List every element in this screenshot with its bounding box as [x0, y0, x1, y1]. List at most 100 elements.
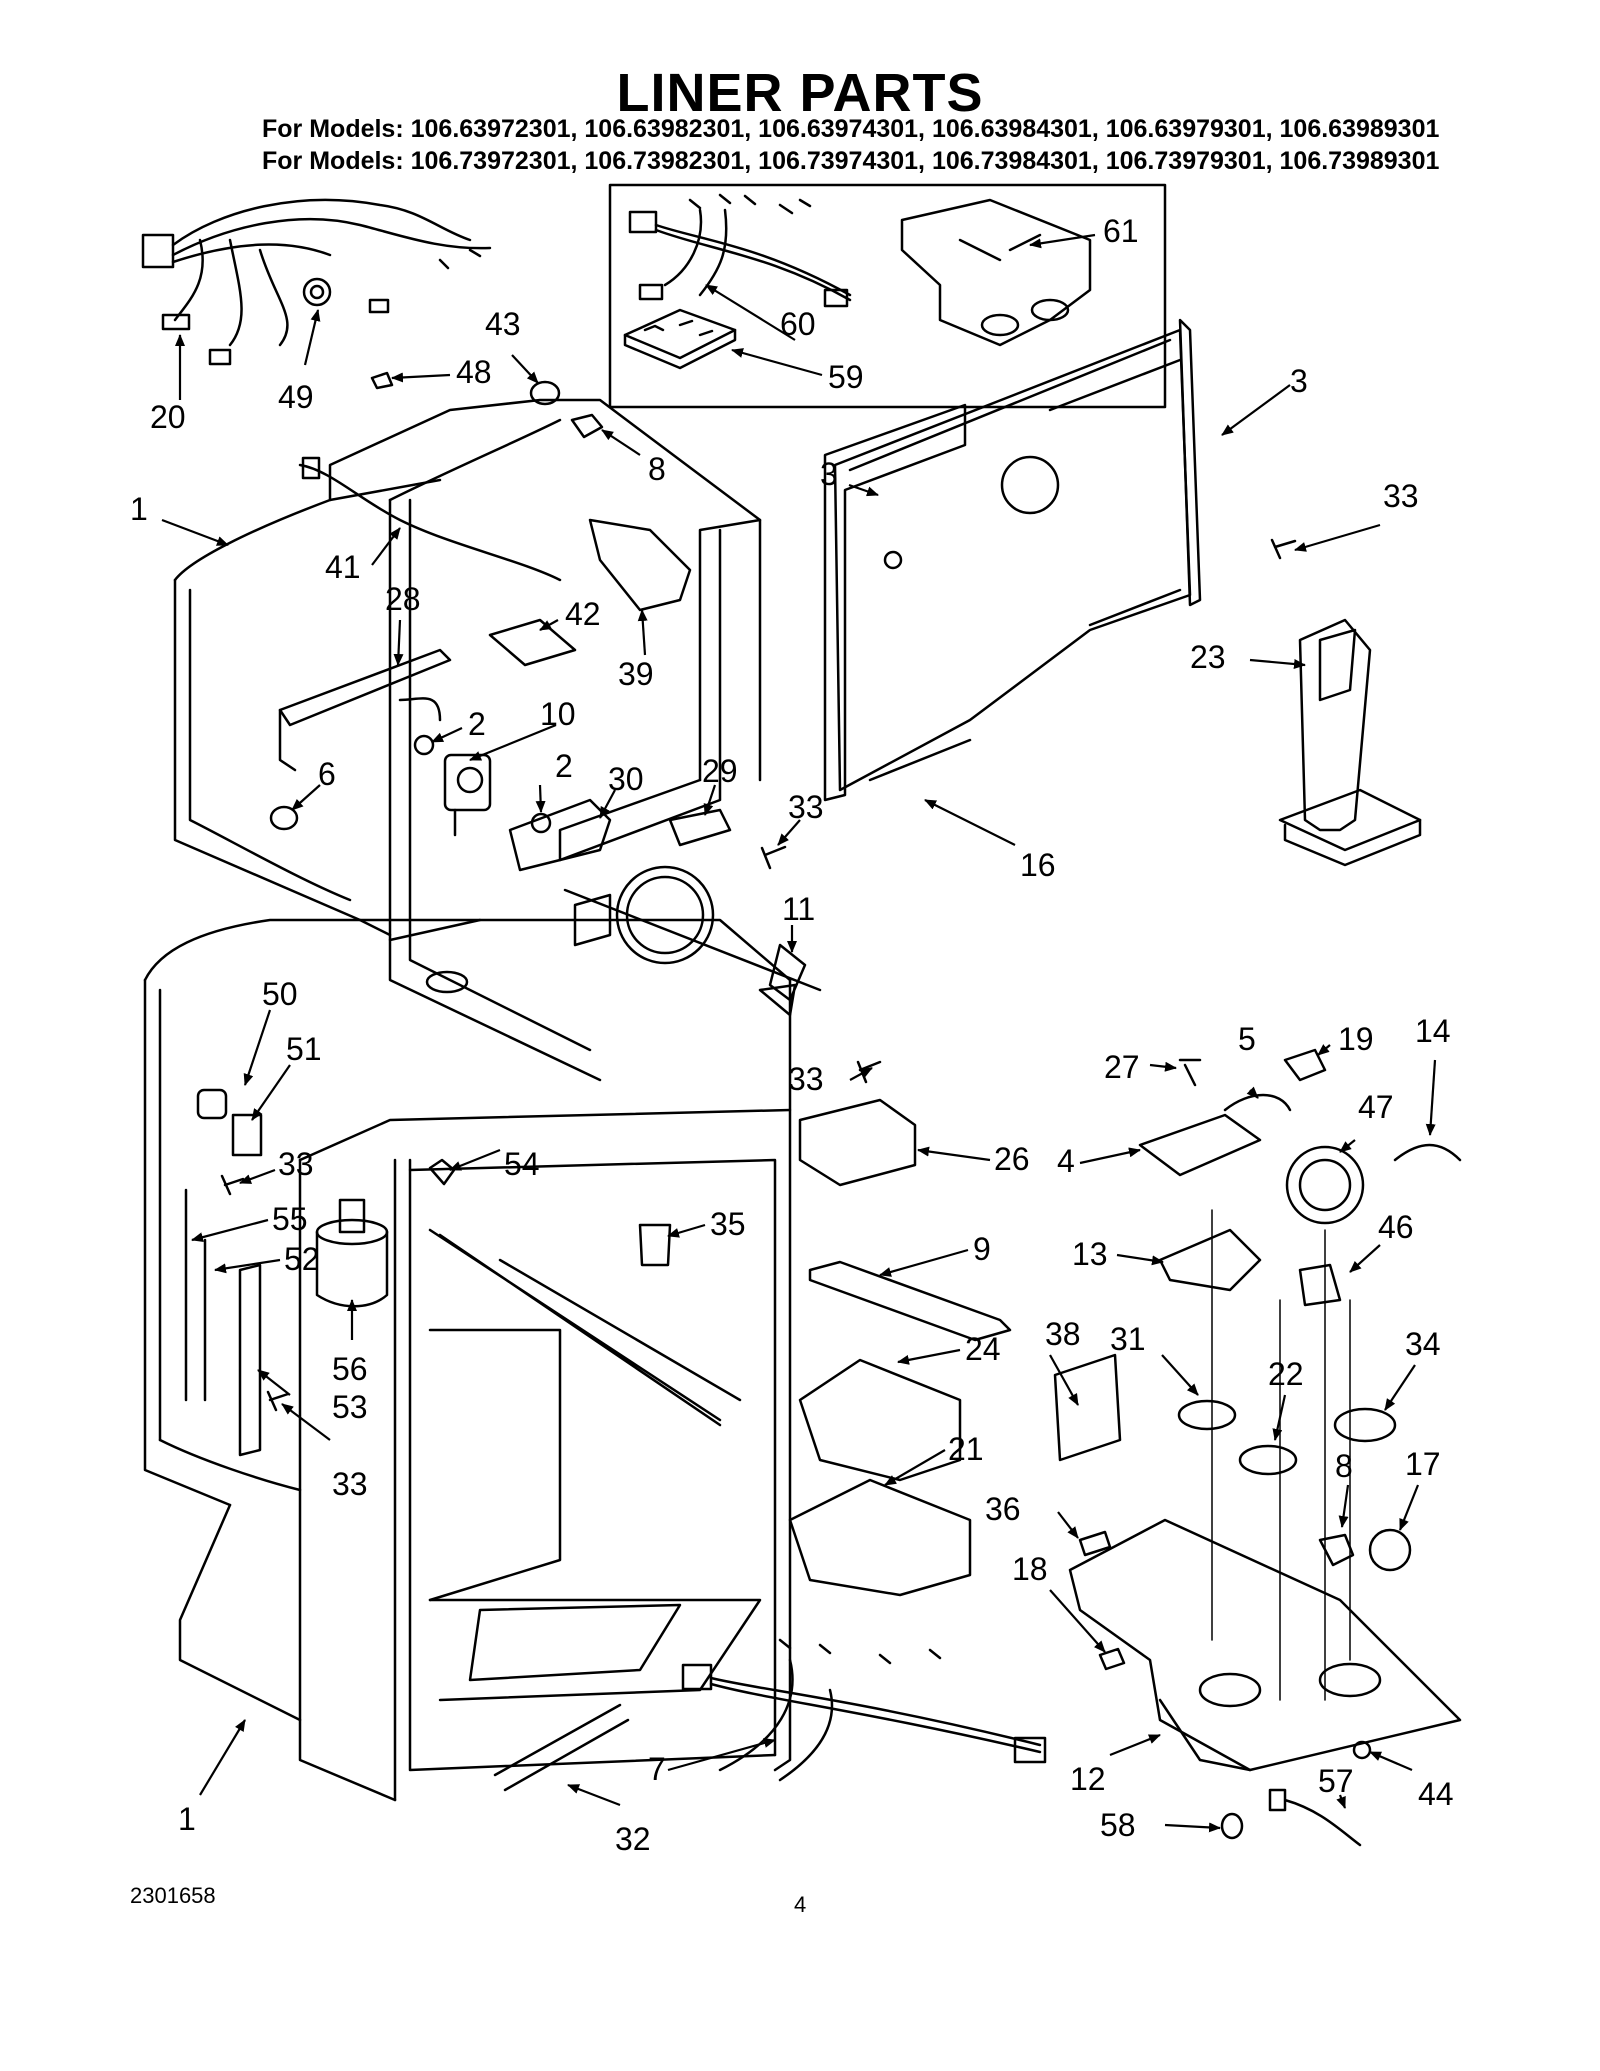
models-line-2: For Models: 106.73972301, 106.73982301, … — [262, 147, 1440, 175]
callout-16: 16 — [1020, 847, 1056, 883]
bulb-18 — [1100, 1649, 1124, 1669]
callout-10: 10 — [540, 696, 576, 732]
inset-box — [610, 185, 1165, 407]
callout-33-a: 33 — [788, 789, 824, 825]
clamp-50 — [198, 1090, 226, 1118]
clip-54 — [430, 1160, 454, 1184]
callout-51: 51 — [286, 1031, 322, 1067]
wire-57 — [1270, 1790, 1360, 1845]
document-number: 2301658 — [130, 1883, 216, 1908]
gasket-3a — [825, 405, 965, 800]
callout-20: 20 — [150, 399, 186, 435]
callout-26: 26 — [994, 1141, 1030, 1177]
callout-41: 41 — [325, 549, 361, 585]
wire-harness-20 — [143, 200, 490, 364]
nut-44 — [1354, 1742, 1370, 1758]
callout-labels: 20 49 43 48 8 1 41 28 42 39 2 10 6 2 30 … — [130, 213, 1454, 1857]
knob-34 — [1335, 1409, 1395, 1441]
callout-59: 59 — [828, 359, 864, 395]
callout-30: 30 — [608, 761, 644, 797]
callout-1-upper: 1 — [130, 491, 148, 527]
plug-58 — [1222, 1814, 1242, 1838]
fresh-food-liner-1 — [145, 920, 790, 1800]
bracket-28-leg — [280, 710, 295, 770]
callout-14: 14 — [1415, 1013, 1451, 1049]
callout-39: 39 — [618, 656, 654, 692]
cap-35 — [640, 1225, 670, 1265]
callout-60: 60 — [780, 306, 816, 342]
callout-33-e: 33 — [1383, 478, 1419, 514]
evaporator-cover-16 — [835, 330, 1190, 790]
callout-54: 54 — [504, 1146, 540, 1182]
board-4 — [1140, 1115, 1260, 1175]
bulb-17 — [1370, 1530, 1410, 1570]
callout-35: 35 — [710, 1206, 746, 1242]
fan-motor-10 — [445, 755, 490, 835]
callout-36: 36 — [985, 1491, 1021, 1527]
callout-28: 28 — [385, 581, 421, 617]
callout-3-right: 3 — [1290, 363, 1308, 399]
models-line-1: For Models: 106.63972301, 106.63982301, … — [262, 115, 1440, 143]
channel-53 — [240, 1265, 260, 1455]
grommet-2a — [415, 736, 433, 754]
callout-43: 43 — [485, 306, 521, 342]
cover-21 — [790, 1480, 970, 1595]
callout-52: 52 — [284, 1241, 320, 1277]
callout-23: 23 — [1190, 639, 1226, 675]
insulation-38 — [1055, 1355, 1120, 1460]
callout-38: 38 — [1045, 1316, 1081, 1352]
plug-6 — [271, 807, 297, 829]
gear-47 — [1287, 1147, 1363, 1223]
callout-46: 46 — [1378, 1209, 1414, 1245]
callout-18: 18 — [1012, 1551, 1048, 1587]
wire-harness-60 — [630, 195, 850, 306]
switch-46 — [1300, 1265, 1340, 1305]
callout-7: 7 — [648, 1751, 666, 1787]
control-housing-12 — [1070, 1520, 1460, 1770]
clip-48 — [372, 373, 392, 388]
cover-24 — [800, 1360, 960, 1480]
label-36 — [1080, 1532, 1110, 1555]
callout-5: 5 — [1238, 1021, 1256, 1057]
callout-27: 27 — [1104, 1049, 1140, 1085]
socket-8-upper — [572, 415, 602, 437]
callout-47: 47 — [1358, 1089, 1394, 1125]
callout-11: 11 — [782, 891, 815, 927]
callout-56: 56 — [332, 1351, 368, 1387]
callout-8-lower: 8 — [1335, 1448, 1353, 1484]
bracket-30 — [510, 800, 610, 870]
bracket-29 — [670, 810, 730, 845]
callout-3-left: 3 — [820, 456, 838, 492]
screw-33c — [222, 1176, 243, 1194]
cover-42 — [490, 620, 575, 665]
bracket-51 — [233, 1115, 261, 1155]
callout-33-d: 33 — [332, 1466, 368, 1502]
screw-27 — [1180, 1060, 1200, 1085]
callout-24: 24 — [965, 1331, 1001, 1367]
page-title: LINER PARTS — [616, 63, 984, 123]
callout-53: 53 — [332, 1389, 368, 1425]
callout-31: 31 — [1110, 1321, 1146, 1357]
tube-32 — [495, 1705, 628, 1790]
wire-41 — [300, 465, 560, 580]
callout-12: 12 — [1070, 1761, 1106, 1797]
callout-48: 48 — [456, 354, 492, 390]
callout-42: 42 — [565, 596, 601, 632]
screw-33b — [858, 1062, 880, 1082]
callout-1-lower: 1 — [178, 1801, 196, 1837]
bulb-43 — [531, 382, 559, 404]
callout-8-upper: 8 — [648, 451, 666, 487]
duct-39 — [590, 520, 690, 610]
callout-29: 29 — [702, 753, 738, 789]
callout-22: 22 — [1268, 1356, 1304, 1392]
callout-4: 4 — [1057, 1143, 1075, 1179]
callout-32: 32 — [615, 1821, 651, 1857]
callout-17: 17 — [1405, 1446, 1441, 1482]
clip-14 — [1395, 1145, 1460, 1160]
bracket-28 — [280, 650, 450, 725]
freezer-liner-1 — [175, 400, 760, 1080]
strip-9 — [810, 1262, 1010, 1340]
gasket-3b — [1050, 320, 1200, 605]
light-housing-23 — [1280, 620, 1420, 865]
socket-8-lower — [1320, 1535, 1353, 1565]
